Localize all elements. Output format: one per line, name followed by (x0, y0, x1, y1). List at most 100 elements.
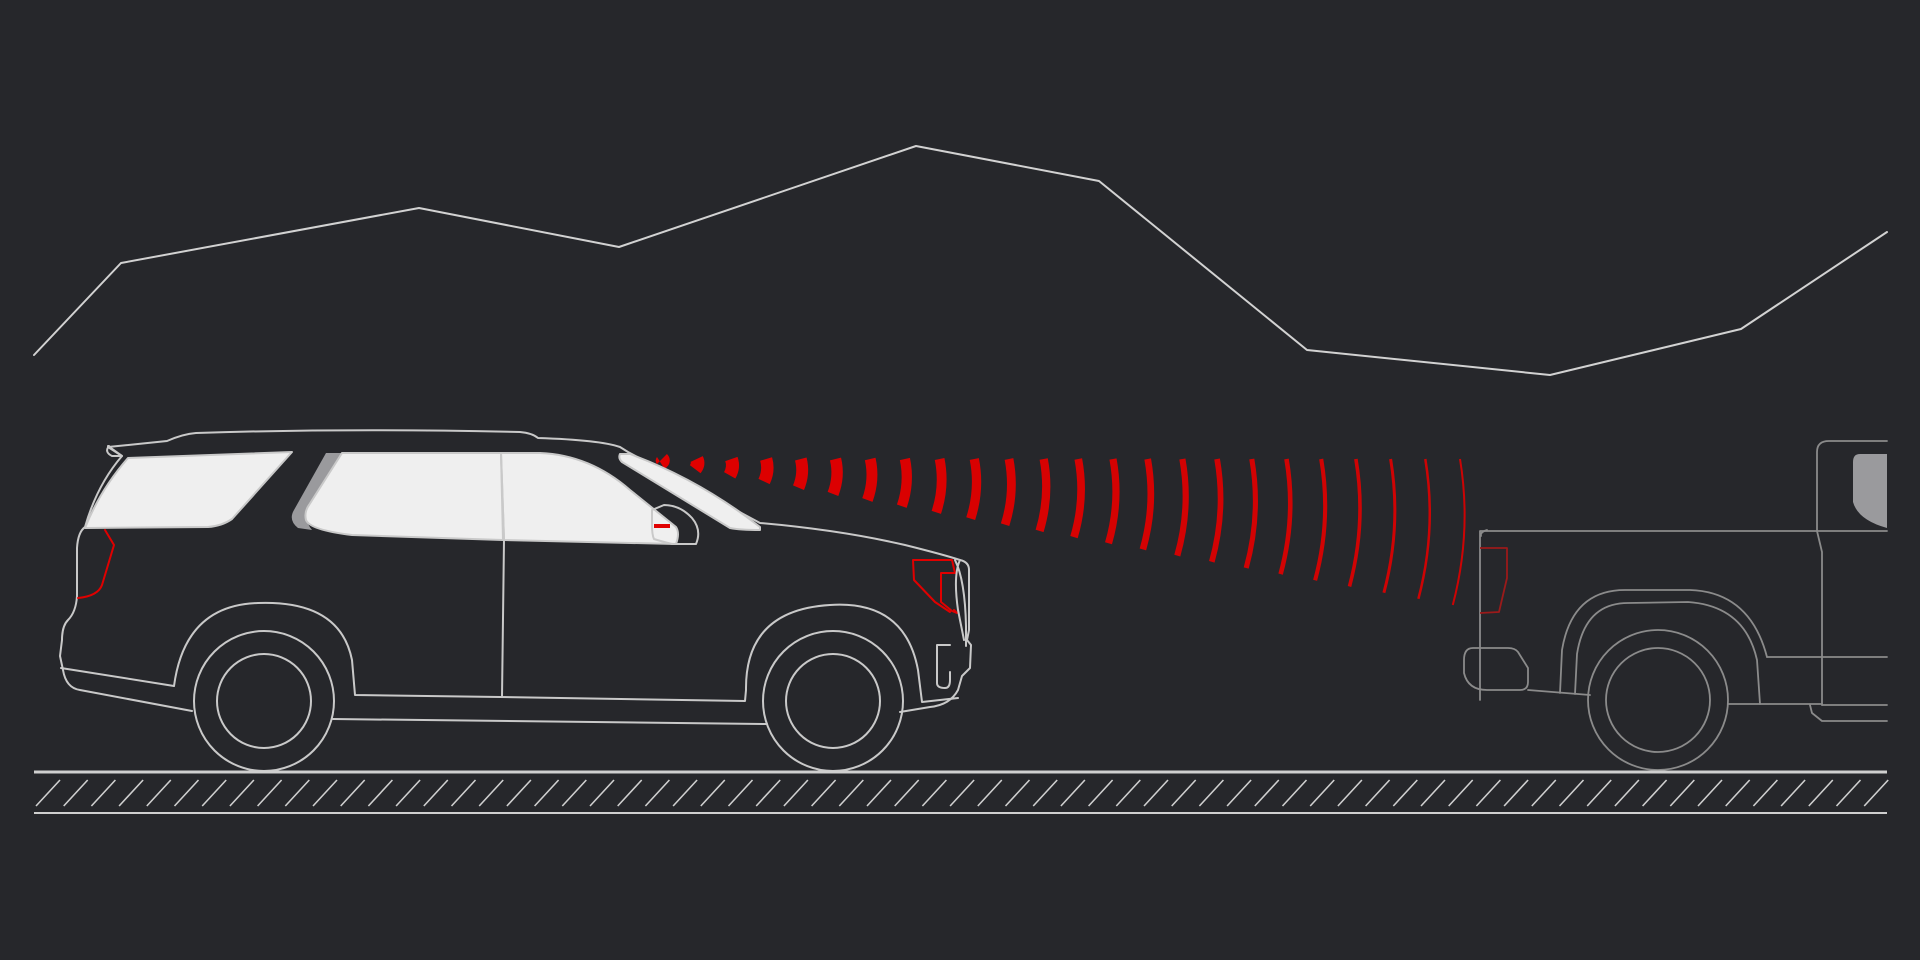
suv-headlight (912, 559, 958, 614)
radar-wave-22 (1382, 458, 1397, 594)
road-hatch-mark-47 (1309, 779, 1335, 807)
radar-wave-15 (1139, 458, 1155, 551)
pickup-truck-vehicle (1463, 440, 1888, 771)
road-hatch-mark-40 (1115, 779, 1141, 807)
suv-vehicle (59, 429, 972, 772)
truck-wheel-arch-inner (1574, 601, 1761, 705)
road-hatch-mark-37 (1032, 779, 1058, 807)
suv-front-rim (785, 653, 881, 749)
road-hatch-mark-55 (1531, 779, 1557, 807)
suv-side-mirror (651, 504, 700, 545)
road-hatch-mark-20 (561, 779, 587, 807)
truck-tailgate (1479, 529, 1488, 537)
road-hatch-mark-58 (1614, 779, 1640, 807)
road-hatch-mark-30 (838, 779, 864, 807)
road-hatch-mark-9 (257, 779, 283, 807)
road-hatch-mark-26 (727, 779, 754, 807)
road-hatch (34, 770, 1889, 814)
road-hatch-mark-32 (894, 779, 920, 807)
road-hatch-mark-1 (35, 779, 61, 807)
road-hatch-mark-31 (866, 779, 892, 807)
radar-wave-2 (689, 456, 705, 474)
road-hatch-mark-28 (783, 779, 809, 807)
truck-tail-light (1479, 547, 1508, 614)
road-hatch-mark-65 (1808, 779, 1834, 807)
truck-bed-outline (1479, 530, 1888, 706)
radar-wave-10 (966, 458, 982, 521)
radar-wave-20 (1313, 458, 1328, 581)
road-hatch-mark-18 (506, 779, 532, 807)
road-hatch-mark-66 (1835, 779, 1862, 807)
road-hatch-mark-3 (90, 779, 116, 807)
radar-wave-21 (1347, 458, 1362, 587)
road-hatch-mark-54 (1503, 779, 1529, 807)
radar-wave-11 (1000, 458, 1016, 527)
road-hatch-mark-56 (1558, 779, 1585, 807)
road-hatch-mark-15 (423, 779, 449, 807)
road-hatch-mark-63 (1752, 779, 1778, 807)
road-hatch-mark-64 (1780, 779, 1806, 807)
suv-rocker-line (60, 667, 768, 725)
radar-wave-1 (655, 454, 670, 469)
road-hatch-mark-11 (312, 779, 338, 807)
radar-wave-7 (862, 457, 878, 502)
road-hatch-mark-36 (1004, 779, 1031, 807)
suv-windshield (618, 453, 761, 531)
road-hatch-mark-48 (1337, 779, 1363, 807)
truck-front-step (1809, 704, 1888, 722)
suv-front-tire (762, 630, 904, 772)
road-hatch-mark-21 (589, 779, 615, 807)
road-hatch-mark-60 (1669, 779, 1695, 807)
road-hatch-mark-6 (173, 779, 200, 807)
truck-bumper-lower (1527, 689, 1591, 696)
suv-rear-rim (216, 653, 312, 749)
road-hatch-mark-19 (534, 779, 560, 807)
road-hatch-mark-16 (450, 779, 477, 807)
radar-wave-16 (1174, 458, 1189, 557)
radar-wave-23 (1417, 458, 1431, 600)
road-hatch-mark-22 (617, 779, 643, 807)
suv-front-fascia (954, 559, 967, 647)
road-hatch-mark-14 (395, 779, 421, 807)
road-hatch-mark-51 (1420, 779, 1446, 807)
radar-wave-18 (1243, 458, 1258, 569)
road-hatch-mark-46 (1281, 779, 1308, 807)
truck-cab-bottom (1727, 656, 1888, 706)
truck-rear-window (1853, 454, 1887, 528)
road-hatch-mark-5 (146, 779, 172, 807)
road-hatch-mark-53 (1475, 779, 1501, 807)
road-hatch-mark-23 (644, 779, 670, 807)
road-hatch-mark-41 (1143, 779, 1169, 807)
road-hatch-mark-67 (1863, 779, 1889, 807)
truck-wheel-arch (1559, 589, 1768, 694)
radar-wave-4 (758, 457, 774, 485)
suv-rear-wheel-arch (173, 601, 959, 703)
road-hatch-mark-10 (284, 779, 310, 807)
suv-rear-window (84, 451, 293, 529)
road-hatch-mark-4 (118, 779, 144, 807)
truck-cab-outline (1816, 440, 1888, 532)
radar-wave-24 (1451, 458, 1466, 606)
road-hatch-mark-2 (63, 779, 89, 807)
road-hatch-mark-7 (201, 779, 227, 807)
radar-wave-9 (931, 458, 947, 514)
radar-wave-13 (1070, 458, 1085, 539)
road-hatch-mark-33 (921, 779, 947, 807)
radar-wave-fan (655, 454, 1466, 606)
radar-wave-17 (1209, 458, 1224, 563)
suv-door-seam (500, 452, 505, 698)
radar-wave-5 (792, 457, 809, 490)
road-hatch-mark-27 (755, 779, 781, 807)
road-hatch-mark-52 (1448, 779, 1474, 807)
radar-wave-6 (827, 457, 843, 496)
truck-bumper (1463, 647, 1529, 691)
road-hatch-mark-24 (672, 779, 698, 807)
road-hatch-mark-34 (949, 779, 975, 807)
road-hatch-mark-49 (1365, 779, 1391, 807)
road-hatch-mark-61 (1697, 779, 1723, 807)
road-hatch-mark-45 (1254, 779, 1280, 807)
radar-wave-8 (896, 457, 912, 508)
radar-wave-19 (1278, 458, 1293, 575)
road-hatch-mark-59 (1642, 779, 1668, 807)
suv-rear-tail-light (77, 529, 115, 599)
